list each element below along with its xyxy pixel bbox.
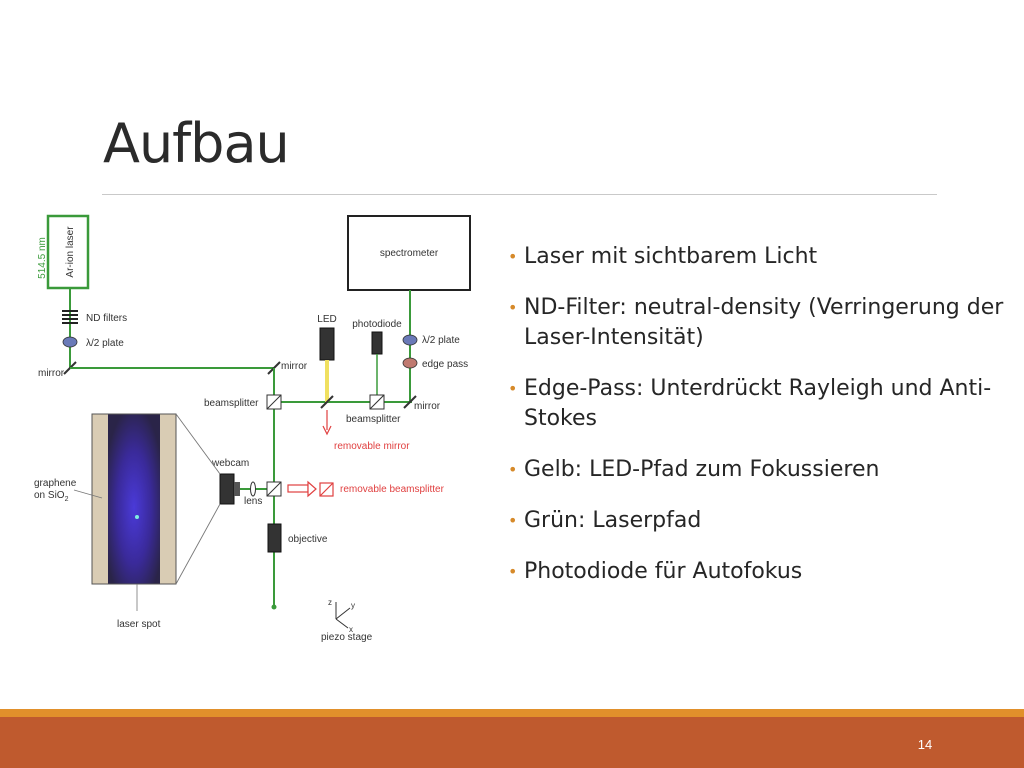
spectrometer: spectrometer xyxy=(347,215,471,291)
removable-mirror-label: removable mirror xyxy=(334,441,410,452)
laser-spot-label: laser spot xyxy=(117,619,161,630)
projection-line-top xyxy=(175,413,221,475)
edge-pass-filter: edge pass xyxy=(402,357,468,370)
removable-beamsplitter-label: removable beamsplitter xyxy=(340,484,445,495)
page-number: 14 xyxy=(917,737,933,752)
setup-diagram: Ar-ion laser 514.5 nm ND filters λ/2 pla… xyxy=(34,214,471,643)
half-wave-plate-right: λ/2 plate xyxy=(402,334,460,346)
graphene-label: graphene on SiO2 xyxy=(34,478,103,503)
bullet-item: • Edge-Pass: Unterdrückt Rayleigh und Ant… xyxy=(508,374,1018,434)
projection-line-bottom xyxy=(175,503,221,585)
beamsplitter-middle xyxy=(266,481,282,497)
beamsplitter-right-label: beamsplitter xyxy=(346,414,401,425)
bullet-item: • Gelb: LED-Pfad zum Fokussieren xyxy=(508,455,1018,485)
led-label: LED xyxy=(317,314,336,325)
footer-accent-stripe xyxy=(0,709,1024,717)
mirror-right-label: mirror xyxy=(414,401,441,412)
removable-mirror-element xyxy=(320,395,334,409)
bullet-item: • ND-Filter: neutral-density (Verringerun… xyxy=(508,293,1018,353)
graphene-label-line1: graphene xyxy=(34,478,77,489)
footer-bar xyxy=(0,717,1024,768)
half-wave-plate-left: λ/2 plate xyxy=(62,336,124,349)
bullet-marker: • xyxy=(508,379,518,398)
bullet-marker: • xyxy=(508,562,518,581)
bullet-marker: • xyxy=(508,298,518,317)
axis-x-label: x xyxy=(349,625,353,634)
half-wave-plate-right-label: λ/2 plate xyxy=(422,335,460,346)
removable-mirror-arrow xyxy=(322,410,332,436)
lens-label: lens xyxy=(244,496,262,507)
nd-filters: ND filters xyxy=(62,310,127,324)
bullet-marker: • xyxy=(508,460,518,479)
mirror-top-label: mirror xyxy=(281,361,308,372)
photodiode: photodiode xyxy=(352,319,402,355)
ar-ion-laser: Ar-ion laser 514.5 nm xyxy=(37,214,90,290)
mirror-left-label: mirror xyxy=(38,368,65,379)
bullet-item: • Laser mit sichtbarem Licht xyxy=(508,242,1018,272)
axis-y-label: y xyxy=(351,601,355,610)
beamsplitter-right xyxy=(369,394,385,410)
piezo-stage-axes: z y x xyxy=(328,598,355,634)
objective: objective xyxy=(267,523,328,553)
lens: lens xyxy=(244,481,262,507)
graphene-label-line2: on SiO xyxy=(34,490,65,501)
focus-point xyxy=(271,604,277,610)
webcam-label: webcam xyxy=(211,458,249,469)
bullet-item: • Photodiode für Autofokus xyxy=(508,557,1018,587)
led: LED xyxy=(317,314,337,361)
removable-beamsplitter-arrow xyxy=(287,480,317,498)
sample-image xyxy=(91,413,177,585)
graphene-label-subscript: 2 xyxy=(65,496,69,503)
svg-text:on SiO2: on SiO2 xyxy=(34,490,69,503)
edge-pass-label: edge pass xyxy=(422,359,468,370)
beamsplitter-left xyxy=(266,394,282,410)
removable-beamsplitter-symbol xyxy=(319,482,334,497)
bullet-text: Grün: Laserpfad xyxy=(524,508,702,533)
half-wave-plate-left-label: λ/2 plate xyxy=(86,338,124,349)
webcam: webcam xyxy=(211,458,249,505)
nd-filters-label: ND filters xyxy=(86,313,127,324)
bullet-text: Laser mit sichtbarem Licht xyxy=(524,244,818,269)
bullet-marker: • xyxy=(508,511,518,530)
bullet-item: • Grün: Laserpfad xyxy=(508,506,1018,536)
wavelength-label: 514.5 nm xyxy=(37,237,48,279)
mirror-right xyxy=(403,395,417,409)
bullet-text: Gelb: LED-Pfad zum Fokussieren xyxy=(524,457,880,482)
bullet-marker: • xyxy=(508,247,518,266)
bullet-list: • Laser mit sichtbarem Licht • ND-Filter: … xyxy=(508,242,1018,608)
title-divider xyxy=(102,194,937,195)
laser-spot-marker xyxy=(135,515,139,519)
slide-title: Aufbau xyxy=(103,112,290,175)
piezo-stage-label: piezo stage xyxy=(321,632,373,643)
beamsplitter-left-label: beamsplitter xyxy=(204,398,259,409)
bullet-text: Photodiode für Autofokus xyxy=(524,559,803,584)
objective-label: objective xyxy=(288,534,328,545)
bullet-text: ND-Filter: neutral-density (Verringerung… xyxy=(524,295,1004,350)
laser-label: Ar-ion laser xyxy=(65,226,76,278)
bullet-text: Edge-Pass: Unterdrückt Rayleigh und Anti… xyxy=(524,376,992,431)
spectrometer-label: spectrometer xyxy=(380,248,439,259)
axis-z-label: z xyxy=(328,598,332,607)
photodiode-label: photodiode xyxy=(352,319,402,330)
